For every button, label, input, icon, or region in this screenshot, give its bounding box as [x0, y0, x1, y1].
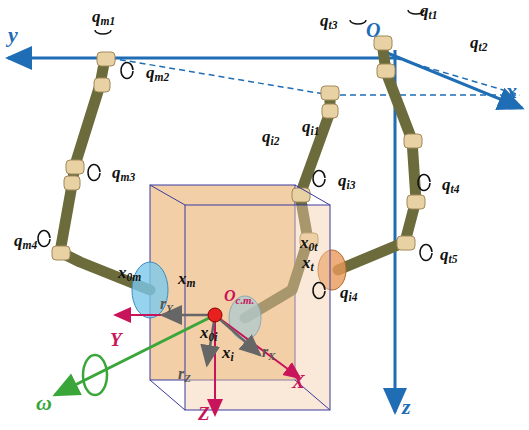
frame-label: x0m [118, 264, 141, 284]
frame-label: xt [302, 254, 314, 274]
joint-label: qm1 [92, 8, 115, 28]
axis-label: z [402, 396, 411, 418]
origin-label: O [366, 20, 380, 40]
vector-label: rZ [178, 366, 191, 384]
joint-label: qt3 [320, 12, 337, 32]
joint-label: qt1 [420, 2, 437, 22]
joint-label: qm4 [14, 232, 37, 252]
body-axis-label: Z [198, 404, 210, 423]
joint-label: qt4 [442, 176, 459, 196]
joint-label: qi4 [340, 284, 357, 304]
joint-label: qm3 [112, 164, 135, 184]
joint-label: qi3 [338, 172, 355, 192]
body-axis-label: Y [110, 330, 122, 349]
frame-label: x0t [300, 234, 317, 254]
joint-label: qt5 [440, 246, 457, 266]
angular-velocity-label: ω [36, 392, 52, 414]
center-of-mass-label: Oc.m. [224, 288, 254, 306]
joint-label: qi2 [262, 128, 279, 148]
axis-label: y [8, 24, 18, 46]
vector-label: rY [160, 296, 173, 314]
frame-label: xm [178, 270, 195, 290]
vector-label: rX [262, 344, 276, 362]
joint-label: qt2 [470, 34, 487, 54]
body-axis-label: X [292, 372, 305, 391]
axis-label: x [506, 80, 517, 102]
frame-label: x0i [200, 324, 217, 344]
joint-label: qm2 [146, 64, 169, 84]
frame-label: xi [222, 344, 234, 364]
joint-label: qi1 [302, 118, 319, 138]
